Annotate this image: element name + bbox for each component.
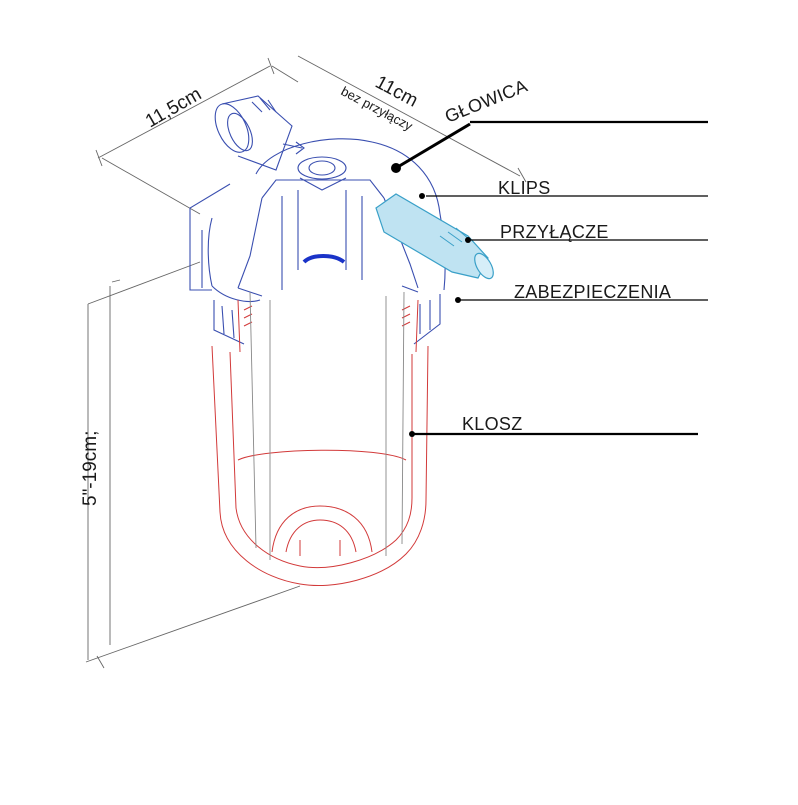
width-dimension-line — [97, 65, 271, 159]
connector — [375, 193, 494, 280]
height-tick — [111, 279, 121, 283]
przylacze-dot — [465, 237, 471, 243]
head-inner-lip — [237, 285, 419, 297]
width-dimension-tick — [95, 149, 103, 167]
center-tube-outer — [281, 196, 363, 290]
klosz-dot — [409, 431, 415, 437]
connector-body — [375, 193, 489, 279]
dimension-width: 11,5cm — [142, 84, 205, 133]
bowl-water-line — [237, 449, 407, 461]
label-zabezpieczenia: ZABEZPIECZENIA — [514, 282, 671, 302]
head-left-side — [207, 217, 213, 287]
height-extension-top — [87, 261, 201, 305]
center-tube — [297, 190, 347, 270]
height-extension-bottom — [85, 585, 301, 663]
inlet-thread — [251, 97, 277, 113]
head-dome — [255, 138, 441, 215]
width-extension-line — [101, 157, 201, 215]
head-top-ring-inner — [308, 160, 336, 176]
label-przylacze: PRZYŁĄCZE — [500, 222, 609, 242]
inlet-port-outer — [214, 103, 250, 153]
bowl-thread — [243, 305, 411, 327]
inlet-port-inner — [227, 112, 253, 152]
glowica-leader-diagonal — [395, 122, 471, 170]
center-tube-top — [299, 177, 347, 191]
head-ring-ridges — [221, 300, 431, 339]
label-glowica: GŁOWICA — [442, 76, 530, 127]
bowl-bottom-cup — [271, 505, 373, 553]
flow-arrow-icon — [282, 141, 305, 155]
bowl-bottom-cup-inner — [285, 519, 357, 553]
klips-dot — [419, 193, 425, 199]
depth-dimension-line — [297, 55, 521, 177]
dimension-lines — [85, 55, 527, 669]
cartridge-inner-walls — [269, 296, 387, 560]
glowica-dot — [391, 163, 401, 173]
cartridge-walls — [249, 291, 405, 549]
filter-bowl — [211, 299, 429, 587]
zabezpieczenia-dot — [455, 297, 461, 303]
leader-lines — [395, 120, 708, 436]
label-klips: KLIPS — [498, 178, 551, 198]
head-inner-rim — [261, 179, 385, 199]
label-klosz: KLOSZ — [462, 414, 523, 434]
head-left-bracket — [189, 183, 231, 291]
cartridge — [249, 291, 405, 560]
height-tick — [96, 655, 105, 669]
inlet-body — [221, 95, 293, 171]
leader-dots — [391, 163, 471, 437]
width-extension-line — [271, 65, 299, 83]
bowl-inner-wall — [229, 351, 413, 569]
depth-dimension-tick — [517, 167, 527, 183]
center-tube-seal — [302, 254, 346, 264]
dimension-height: 5"-19cm; — [80, 431, 101, 506]
head-ring — [213, 294, 441, 345]
width-dimension-tick — [267, 57, 275, 75]
connector-end — [474, 252, 494, 280]
bowl-thread-edge — [237, 299, 419, 353]
bowl-bottom-posts — [299, 540, 341, 556]
head-lower-left — [211, 285, 261, 303]
head-top-ring — [297, 156, 347, 180]
bowl-outer-wall — [211, 345, 429, 587]
